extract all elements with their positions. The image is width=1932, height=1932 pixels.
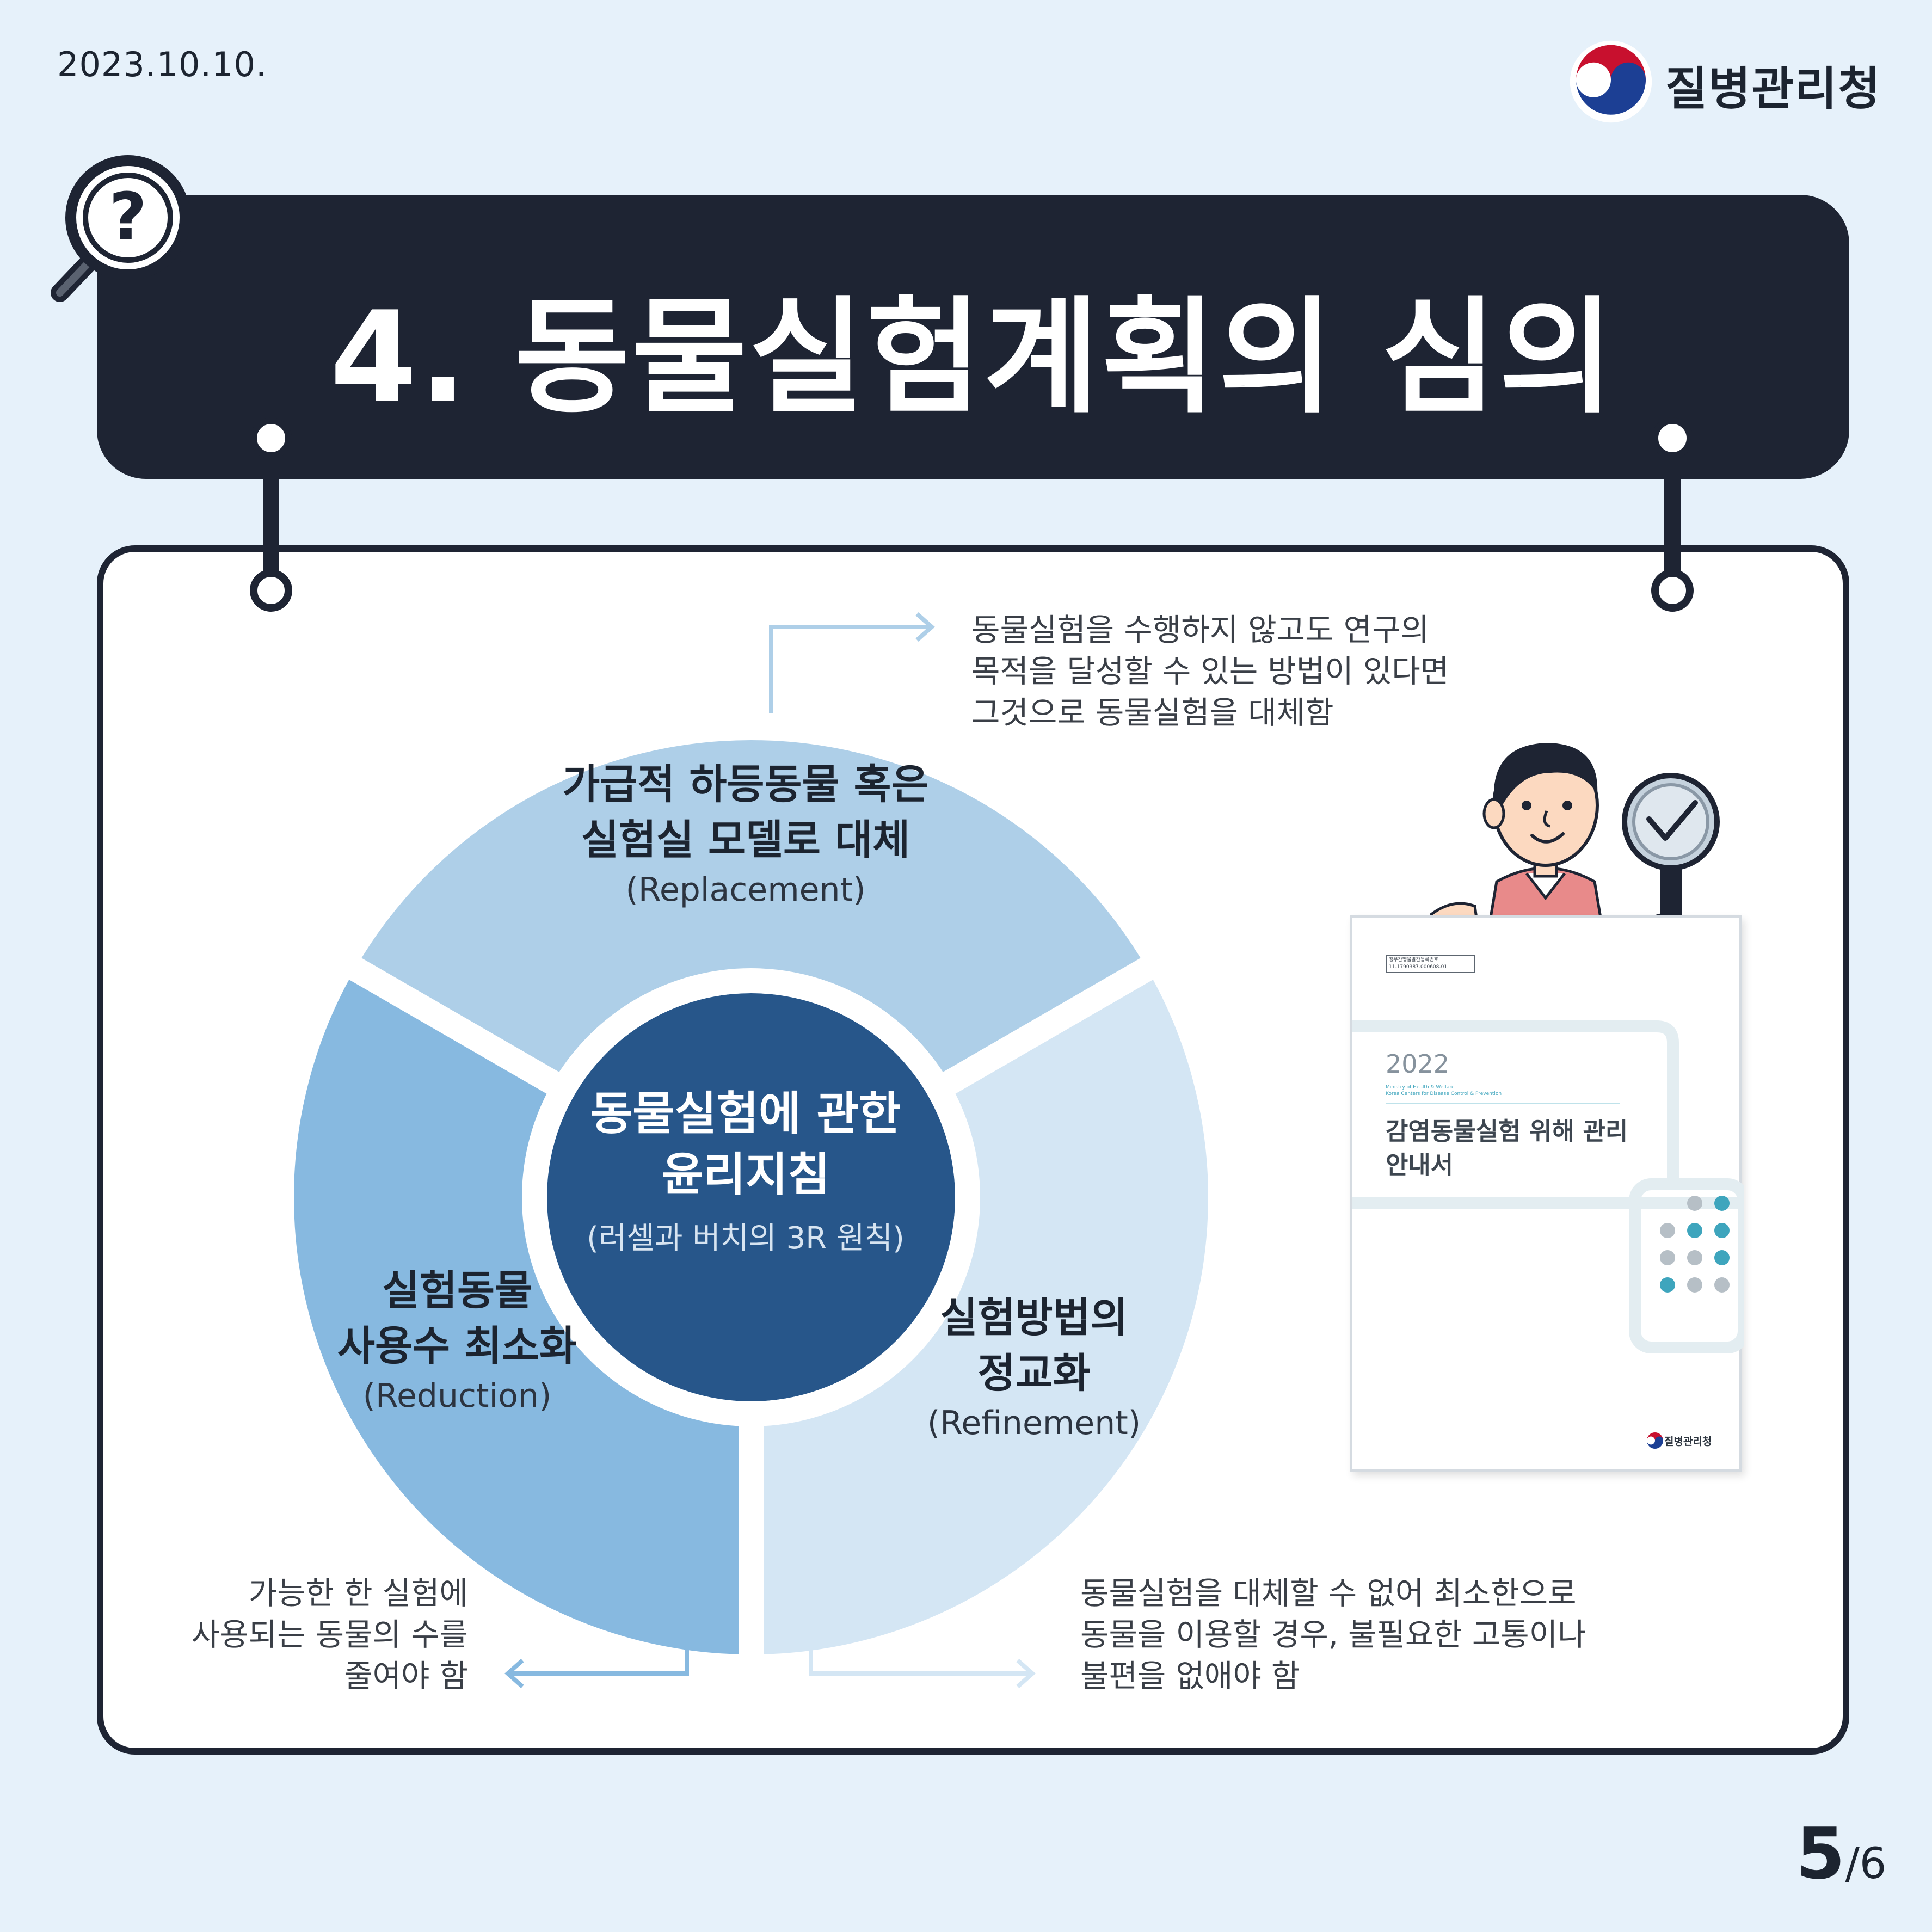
booklet-registration-number: 11-1790387-000608-01 [1389,964,1448,970]
magnifier-question-icon: ? [51,155,190,302]
booklet-title: 감염동물실험 위해 관리 안내서 [1386,1115,1628,1182]
booklet-registration: 정부간행물발간등록번호 11-1790387-000608-01 [1386,955,1475,973]
refinement-note: 동물실험을 대체할 수 없어 최소한으로 동물을 이용할 경우, 불필요한 고통… [1080,1573,1586,1697]
replacement-title: 가급적 하등동물 혹은 실험실 모델로 대체 [555,756,936,867]
reduction-note: 가능한 한 실험에 사용되는 동물의 수를 줄여야 함 [136,1573,468,1697]
kdca-logo: 질병관리청 [1567,38,1880,125]
date-label: 2023.10.10. [57,45,267,84]
center-title-line1: 동물실험에 관한 [590,1087,901,1140]
refinement-note-line: 동물실험을 대체할 수 없어 최소한으로 [1080,1576,1577,1611]
guide-booklet: 정부간행물발간등록번호 11-1790387-000608-01 2022 Mi… [1350,915,1744,1472]
reduction-title: 실험동물 사용수 최소화 [305,1263,610,1374]
replacement-title-line1: 가급적 하등동물 혹은 [562,760,929,808]
left-top-ring-icon [250,417,292,459]
svg-text:?: ? [109,180,147,255]
refinement-title-line1: 실험방법의 [940,1294,1128,1342]
refinement-note-line: 동물을 이용할 경우, 불필요한 고통이나 [1080,1617,1586,1653]
page-title: 4. 동물실험계획의 심의 [330,285,1616,430]
title-banner [97,195,1849,479]
reduction-subtitle: (Reduction) [362,1377,552,1415]
refinement-title: 실험방법의 정교화 [882,1290,1186,1401]
researcher-character-icon [1424,743,1720,947]
taegeuk-logo-icon [1570,40,1652,123]
center-title: 동물실험에 관한 윤리지침 [544,1083,947,1205]
logo-text: 질병관리청 [1665,62,1881,115]
page-separator: / [1845,1839,1860,1888]
right-strap [1664,446,1681,588]
refinement-note-line: 불편을 없애야 함 [1080,1658,1300,1694]
refinement-title-line2: 정교화 [977,1349,1091,1397]
booklet-decoration [1352,1020,1744,1353]
booklet-icon-grid [1660,1196,1730,1293]
reduction-note-line: 줄여야 함 [344,1658,468,1694]
replacement-note-line: 그것으로 동물실험을 대체함 [971,695,1334,731]
booklet-taegeuk-icon [1647,1432,1663,1449]
center-circle [547,993,955,1401]
page-current: 5 [1796,1812,1845,1895]
center-subtitle: (러셀과 버치의 3R 원칙) [587,1221,905,1256]
booklet-ministry: Ministry of Health & Welfare Korea Cente… [1386,1084,1502,1097]
left-strap [263,446,279,588]
replacement-note-line: 목적을 달성할 수 있는 방법이 있다면 [971,654,1449,690]
reduction-title-line2: 사용수 최소화 [337,1322,577,1370]
booklet-ministry-line1: Ministry of Health & Welfare [1386,1085,1455,1090]
page-total: 6 [1859,1839,1887,1888]
booklet-title-line1: 감염동물실험 위해 관리 [1386,1117,1628,1146]
center-title-line2: 윤리지침 [661,1148,830,1201]
replacement-note: 동물실험을 수행하지 않고도 연구의 목적을 달성할 수 있는 방법이 있다면 … [971,610,1449,734]
booklet-logo-text: 질병관리청 [1664,1436,1712,1448]
reduction-note-line: 사용되는 동물의 수를 [191,1617,468,1653]
booklet-ministry-line2: Korea Centers for Disease Control & Prev… [1386,1091,1502,1097]
booklet-divider [1386,1103,1620,1104]
replacement-title-line2: 실험실 모델로 대체 [581,816,910,864]
3r-ring-diagram [293,740,1208,1660]
reduction-title-line1: 실험동물 [382,1266,532,1314]
left-bottom-ring-icon [250,569,292,612]
booklet-title-line2: 안내서 [1386,1150,1454,1179]
booklet-year: 2022 [1386,1049,1450,1079]
right-bottom-ring-icon [1651,569,1694,612]
replacement-subtitle: (Replacement) [625,871,866,909]
refinement-subtitle: (Refinement) [927,1404,1141,1442]
replacement-note-line: 동물실험을 수행하지 않고도 연구의 [971,612,1429,648]
page-indicator: 5/6 [1796,1812,1886,1895]
reduction-note-line: 가능한 한 실험에 [248,1576,468,1611]
booklet-registration-label: 정부간행물발간등록번호 [1389,957,1439,963]
right-top-ring-icon [1652,417,1693,459]
